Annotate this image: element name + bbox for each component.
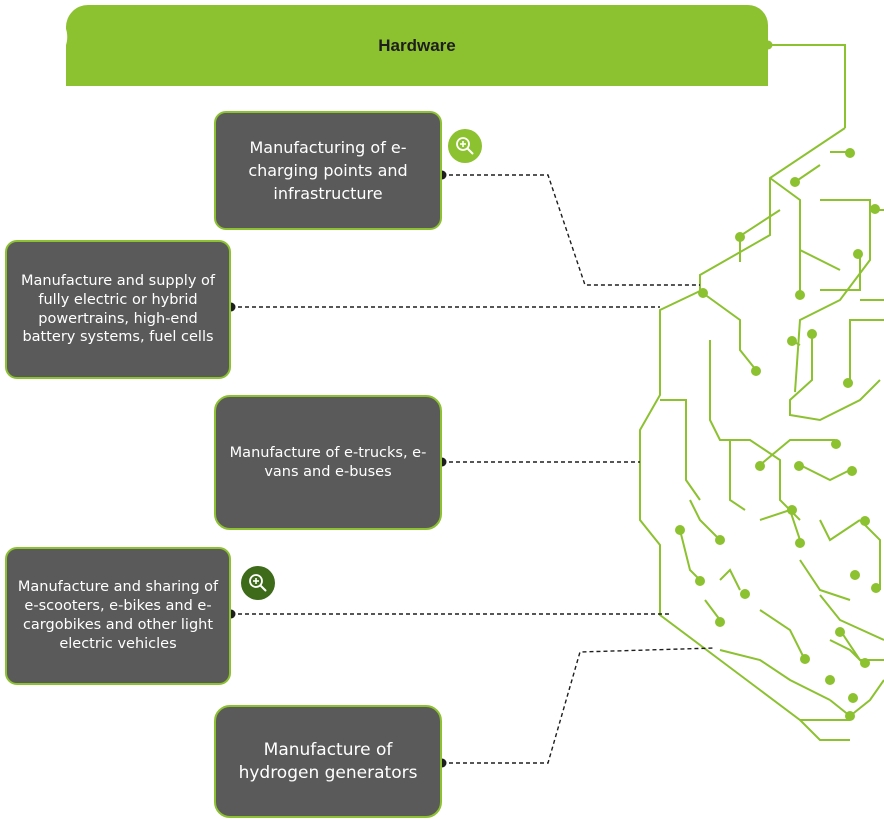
connector-lines [231,174,716,764]
zoom-in-icon [241,566,275,600]
header-link-dot [763,40,773,50]
connector-charging [442,174,700,286]
header-link-line [768,44,846,128]
zoom-in-icon [448,129,482,163]
hardware-header: Hardware [66,5,768,86]
box-powertrains: Manufacture and supply of fully electric… [5,240,231,379]
connector-hydrogen [442,647,716,764]
box-charging-points: Manufacturing of e-charging points and i… [214,111,442,230]
circuit-nodes [675,148,881,721]
zoom-in-button-scooters[interactable] [241,566,275,600]
header-title: Hardware [378,35,456,55]
box-hydrogen: Manufacture of hydrogen generators [214,705,442,818]
box-e-trucks: Manufacture of e-trucks, e-vans and e-bu… [214,395,442,530]
box-e-scooters: Manufacture and sharing of e-scooters, e… [5,547,231,685]
connected-car-icon [16,11,68,63]
zoom-in-button-charging[interactable] [448,129,482,163]
circuit-brain [639,127,884,741]
